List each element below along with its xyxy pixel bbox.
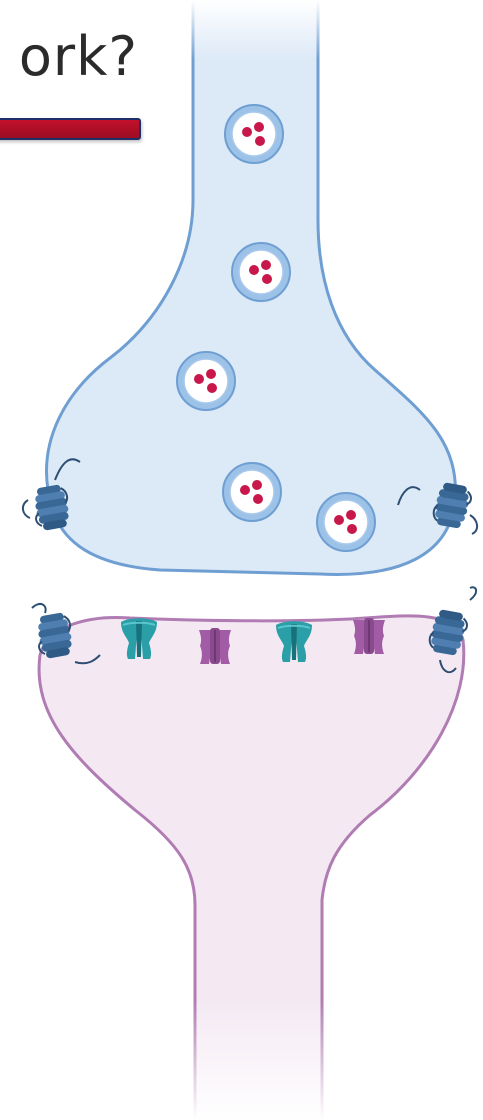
synaptic-vesicle (317, 493, 375, 551)
synaptic-vesicle (232, 243, 290, 301)
ion-channel-purple (199, 628, 231, 664)
synaptic-vesicle (177, 352, 235, 410)
axon-fade (180, 0, 330, 60)
dendrite-fade (150, 1000, 370, 1120)
ion-channel-purple (353, 618, 385, 654)
synaptic-vesicle (223, 463, 281, 521)
synaptic-vesicle (225, 105, 283, 163)
